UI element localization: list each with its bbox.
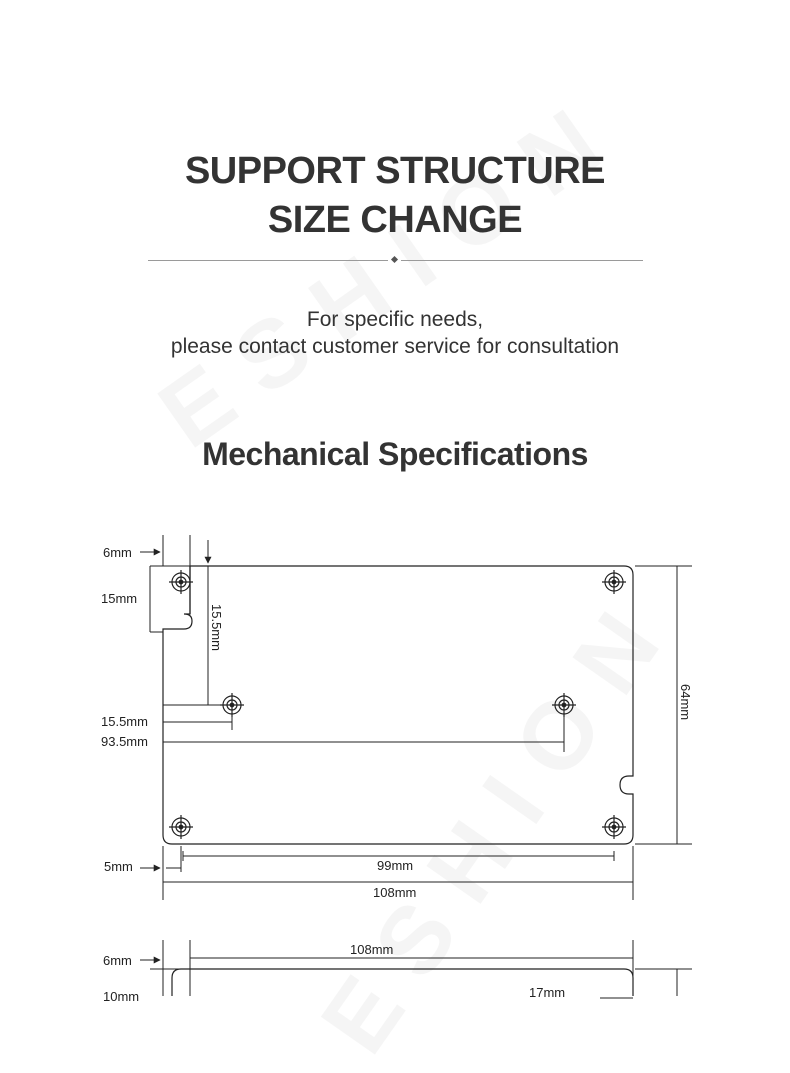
second-drawing-labels: 108mm 6mm 10mm 17mm [103,942,565,1004]
hole-top-right [602,570,626,594]
divider-left [148,260,388,261]
dim2-17mm: 17mm [529,985,565,1000]
hole-top-left [169,570,193,594]
dimension-lines [140,535,692,900]
dim2-6mm: 6mm [103,953,132,968]
dim-93-5mm: 93.5mm [101,734,148,749]
mechanical-drawing: 6mm 15mm 15.5mm 15.5mm 93.5mm 64mm 5mm 9… [101,535,693,1004]
dim-6mm: 6mm [103,545,132,560]
dim-5mm: 5mm [104,859,133,874]
dim-64mm: 64mm [678,684,693,720]
dim2-108mm: 108mm [350,942,393,957]
dim2-10mm: 10mm [103,989,139,1004]
subtitle-line1: For specific needs, [306,308,484,331]
hole-mid-left [220,693,244,717]
subtitle-line2: please contact customer service for cons… [170,335,620,358]
dim-15-5mm-horizontal: 15.5mm [101,714,148,729]
mounting-holes [169,570,626,839]
hole-mid-right [552,693,576,717]
dim-99mm: 99mm [377,858,413,873]
dim-15-5mm-vertical: 15.5mm [209,604,224,651]
dimension-labels: 6mm 15mm 15.5mm 15.5mm 93.5mm 64mm 5mm 9… [101,545,693,900]
hole-bottom-left [169,815,193,839]
dim-15mm: 15mm [101,591,137,606]
hole-bottom-right [602,815,626,839]
dim-108mm: 108mm [373,885,416,900]
second-drawing [140,940,692,999]
board-outline [162,565,634,845]
section-title: Mechanical Specifications [202,436,588,472]
page-title-line2: SIZE CHANGE [267,199,523,241]
page-title-line1: SUPPORT STRUCTURE [184,150,606,192]
divider-right [401,260,643,261]
